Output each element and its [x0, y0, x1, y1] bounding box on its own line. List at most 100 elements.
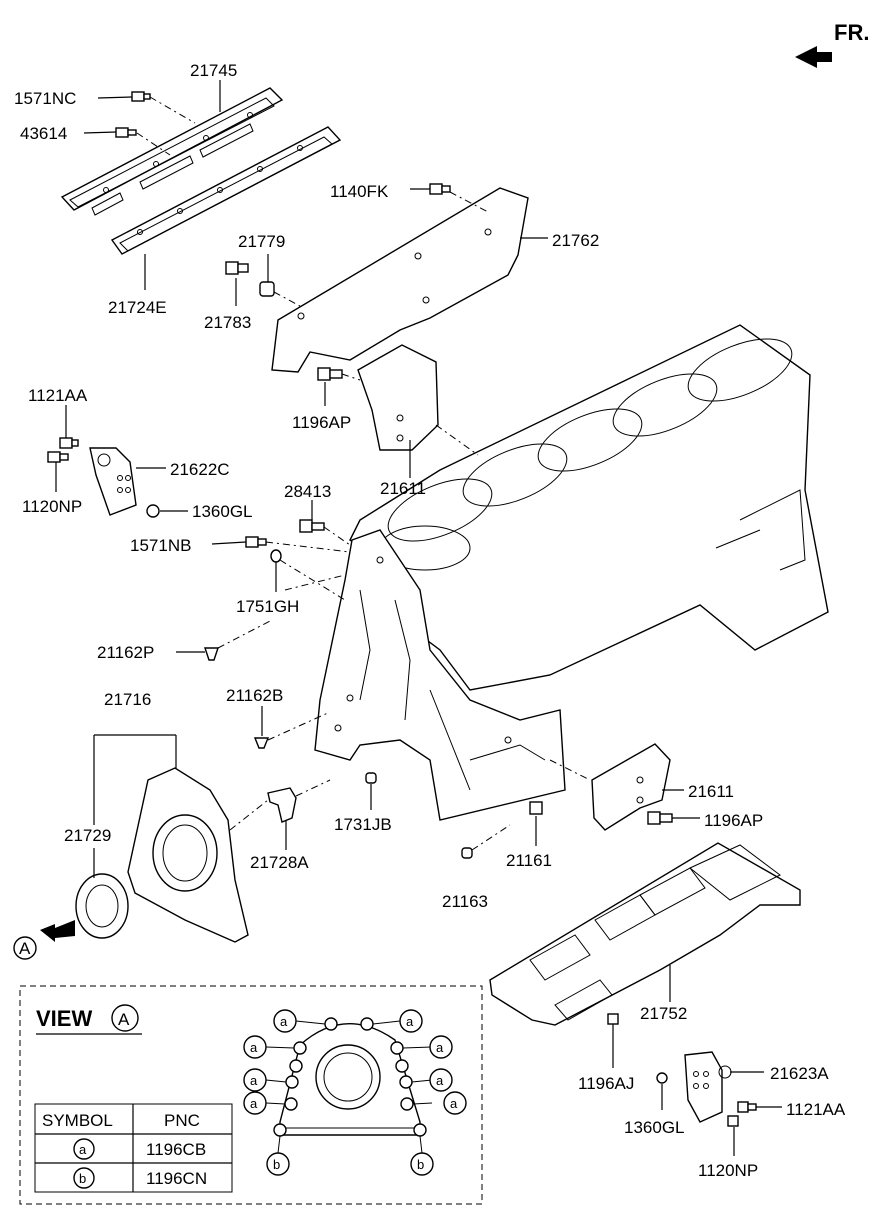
- bolt-1571NB-icon: [245, 536, 267, 548]
- label-1571NB: 1571NB: [130, 536, 191, 555]
- label-1751GH: 1751GH: [236, 597, 299, 616]
- bolt-1196AJ-icon: [607, 1013, 619, 1040]
- oil-seal-21729: [75, 873, 129, 939]
- label-21716: 21716: [104, 690, 151, 709]
- pin-1731JB-icon: [365, 772, 377, 784]
- label-1571NC: 1571NC: [14, 89, 76, 108]
- label-21762: 21762: [552, 231, 599, 250]
- nut-1360GL-bottom-icon: [656, 1072, 668, 1084]
- bolt-1121AA-top-icon: [59, 437, 79, 449]
- bolt-1140FK-icon: [429, 183, 451, 195]
- view-arrow-icon: [40, 920, 75, 942]
- front-label: FR.: [834, 20, 869, 45]
- label-1196AP-bottom: 1196AP: [704, 811, 763, 830]
- callout-a-3: a: [250, 1040, 258, 1055]
- plug-21779-icon: [259, 281, 275, 297]
- rear-seal-housing-21716: [127, 767, 249, 943]
- table-row-symbol-b: b: [79, 1171, 86, 1186]
- view-a-pointer: A: [13, 920, 75, 960]
- view-title-marker: A: [118, 1010, 130, 1029]
- bolt-21161-icon: [529, 801, 543, 815]
- callout-b-1: b: [273, 1157, 280, 1172]
- callout-a-5: a: [250, 1073, 258, 1088]
- callout-a-2: a: [406, 1014, 414, 1029]
- view-housing: [273, 1017, 427, 1137]
- label-21162P: 21162P: [97, 643, 154, 662]
- label-1360GL-top: 1360GL: [192, 502, 253, 521]
- label-1121AA-bottom: 1121AA: [786, 1100, 846, 1119]
- engine-mount-21611-top: [357, 344, 439, 451]
- bolt-1196AP-top-icon: [317, 367, 343, 381]
- callout-a-4: a: [436, 1040, 444, 1055]
- engine-mount-21611-bottom: [591, 743, 671, 831]
- view-a-panel: VIEW A SYMBOL PNC a 1196CB b 1196CN: [19, 985, 483, 1205]
- part-labels: 21745 1571NC 43614 1140FK 21762 21779 21…: [14, 61, 846, 1180]
- table-row-pnc-1196CN: 1196CN: [146, 1169, 207, 1188]
- bracket-21623A: [684, 1051, 732, 1123]
- table-row-pnc-1196CB: 1196CB: [146, 1140, 206, 1159]
- label-21745: 21745: [190, 61, 237, 80]
- label-1121AA-top: 1121AA: [28, 386, 88, 405]
- label-21783: 21783: [204, 313, 251, 332]
- bracket-21622C: [89, 447, 137, 516]
- bolt-1571NC-icon: [131, 91, 151, 102]
- callout-a-1: a: [280, 1014, 288, 1029]
- bolt-1120NP-bottom-icon: [727, 1115, 739, 1127]
- bolt-1120NP-top-icon: [47, 451, 69, 463]
- label-21161: 21161: [506, 851, 552, 870]
- label-43614: 43614: [20, 124, 67, 143]
- callout-a-6: a: [436, 1073, 444, 1088]
- plug-21162B-icon: [253, 737, 270, 749]
- front-direction-indicator: FR.: [795, 20, 869, 68]
- view-a-circle: [13, 936, 37, 960]
- label-1360GL-bottom: 1360GL: [624, 1118, 685, 1137]
- label-1140FK: 1140FK: [330, 182, 389, 201]
- label-21623A: 21623A: [770, 1064, 829, 1083]
- side-cover-21762: [271, 187, 529, 373]
- label-21779: 21779: [238, 232, 285, 251]
- plug-21162P-icon: [204, 647, 219, 661]
- bolt-1121AA-bottom-icon: [737, 1101, 757, 1113]
- label-21622C: 21622C: [170, 460, 230, 479]
- label-21729: 21729: [64, 826, 111, 845]
- bracket-21728A: [267, 787, 297, 823]
- gasket-21745: [60, 87, 284, 216]
- label-1120NP-bottom: 1120NP: [698, 1161, 758, 1180]
- callout-b-2: b: [417, 1157, 424, 1172]
- callout-a-7: a: [250, 1096, 258, 1111]
- label-21724E: 21724E: [108, 298, 167, 317]
- label-21752: 21752: [640, 1004, 687, 1023]
- sensor-28413-icon: [299, 519, 325, 533]
- front-housing: [314, 529, 566, 821]
- view-callouts: a a a a a a a a b b: [243, 1009, 467, 1176]
- label-21163: 21163: [442, 892, 488, 911]
- oil-pan-gasket-21752: [489, 842, 801, 1026]
- label-28413: 28413: [284, 482, 331, 501]
- label-21611-bottom: 21611: [688, 782, 734, 801]
- pin-21163-icon: [461, 847, 473, 859]
- view-title: VIEW: [36, 1006, 92, 1031]
- view-callout-leaders: [265, 1020, 433, 1154]
- view-a-marker: A: [19, 939, 31, 958]
- label-21162B: 21162B: [226, 686, 283, 705]
- label-21728A: 21728A: [250, 853, 309, 872]
- front-arrow-icon: [795, 46, 832, 68]
- bolt-1196AP-bottom-icon: [647, 811, 673, 825]
- symbol-table: SYMBOL PNC a 1196CB b 1196CN: [34, 1103, 233, 1193]
- label-1196AP-top: 1196AP: [292, 413, 351, 432]
- engine-block: [349, 324, 829, 691]
- label-1196AJ: 1196AJ: [578, 1074, 634, 1093]
- table-row-symbol-a: a: [79, 1142, 87, 1157]
- gasket-21724E: [110, 126, 342, 255]
- label-1731JB: 1731JB: [334, 815, 392, 834]
- washer-1751GH-icon: [270, 549, 282, 563]
- label-1120NP-top: 1120NP: [22, 497, 82, 516]
- view-title-circle: [111, 1004, 139, 1032]
- callout-a-8: a: [450, 1096, 458, 1111]
- nut-1360GL-top-icon: [146, 504, 160, 518]
- bolt-43614-icon: [115, 127, 137, 138]
- table-header-pnc: PNC: [164, 1111, 200, 1130]
- bolt-21783-icon: [225, 261, 249, 275]
- label-21611-top: 21611: [380, 479, 426, 498]
